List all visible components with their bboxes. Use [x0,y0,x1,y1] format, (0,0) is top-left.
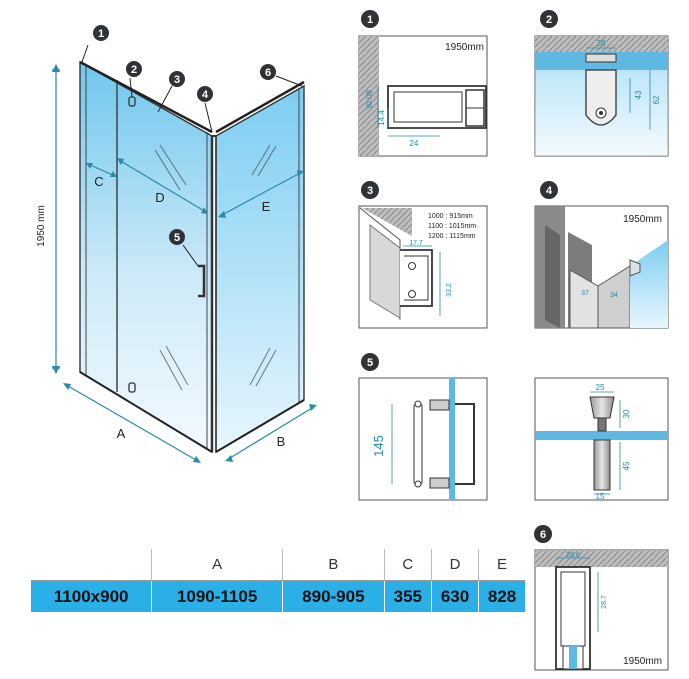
callout-2: 2 [126,61,142,98]
detail-2-dim-c: 62 [652,95,661,104]
callout-4: 4 [197,86,213,133]
svg-text:2: 2 [131,64,137,76]
svg-text:2: 2 [546,14,552,26]
svg-text:4: 4 [546,185,553,197]
svg-text:5: 5 [174,232,180,244]
handle-dim-a: 25 [596,383,605,392]
detail-1-dim-a: 30.08 [365,89,374,110]
callout-5: 5 [169,229,199,267]
svg-text:6: 6 [540,529,546,541]
detail-4-height: 1950mm [623,214,662,225]
detail-5: 5 145 [358,353,488,501]
callout-3: 3 [157,71,185,113]
cell-a: 1090-1105 [151,580,283,612]
main-height-dim: 1950 mm [36,205,47,247]
detail-3-size-1: 1000 : 915mm [428,213,473,220]
detail-6-dim-a: 28.6 [566,552,580,559]
cell-e: 828 [478,580,525,612]
detail-6-dim-b: 28.7 [601,595,608,609]
cell-model: 1100x900 [31,580,153,612]
label-b: B [277,434,286,449]
detail-1-dim-c: 24 [410,139,419,148]
detail-3-dim-b: 33.2 [446,283,453,297]
handle-dim-c: 45 [622,461,631,470]
label-d: D [155,190,164,205]
door-handle [198,264,206,298]
detail-2: 2 38 43 62 [534,10,669,157]
detail-2-dim-b: 43 [634,90,643,99]
handle-dim-d: 15 [596,492,605,501]
cell-b: 890-905 [282,580,385,612]
detail-1-dim-b: 14.4 [377,110,386,126]
svg-text:3: 3 [174,74,180,86]
detail-4-dim-a: 37 [581,290,589,297]
detail-3: 3 1000 : 915mm 1100 : 1015mm 1200 : 1115… [358,181,488,329]
detail-1: 1 1950mm 30.08 14.4 24 [358,10,488,157]
hinge-bottom [128,382,136,393]
header-cell-a: A [151,549,283,581]
detail-4-dim-b: 34 [610,292,618,299]
detail-5-dim: 145 [371,435,386,457]
header-cell-model [31,549,153,581]
header-cell-c: C [384,549,432,581]
handle-dim-b: 30 [622,409,631,418]
svg-text:5: 5 [367,357,373,369]
header-cell-b: B [282,549,385,581]
header-cell-d: D [431,549,480,581]
detail-6-height: 1950mm [623,656,662,667]
detail-3-size-2: 1100 : 1015mm [428,223,476,230]
table-row: 1100x900 1090-1105 890-905 355 630 828 [31,580,525,612]
svg-text:3: 3 [367,185,373,197]
svg-text:4: 4 [202,89,209,101]
side-glass-panel [215,84,305,454]
label-e: E [262,199,271,214]
cell-c: 355 [384,580,432,612]
spec-table: A B C D E 1100x900 1090-1105 890-905 355… [31,549,525,612]
callout-6: 6 [260,64,303,87]
spec-table-header: A B C D E [31,549,525,581]
callout-1: 1 [81,25,109,63]
svg-text:1: 1 [367,14,373,26]
detail-3-size-3: 1200 : 1115mm [428,233,476,240]
label-a: A [117,426,126,441]
main-shower-view: 1950 mm A B C D E 1 2 3 4 5 6 [36,25,317,463]
detail-6: 6 28.6 28.7 1950mm [534,525,669,671]
detail-4: 4 1950mm 37 34 [534,181,669,329]
detail-handle: 25 30 45 15 [534,377,669,501]
svg-text:6: 6 [265,67,271,79]
detail-2-dim-a: 38 [597,39,606,48]
detail-1-height: 1950mm [445,42,484,53]
cell-d: 630 [431,580,480,612]
detail-3-dim-a: 17.7 [409,240,423,247]
label-c: C [94,174,103,189]
header-cell-e: E [478,549,525,581]
svg-text:1: 1 [98,28,104,40]
